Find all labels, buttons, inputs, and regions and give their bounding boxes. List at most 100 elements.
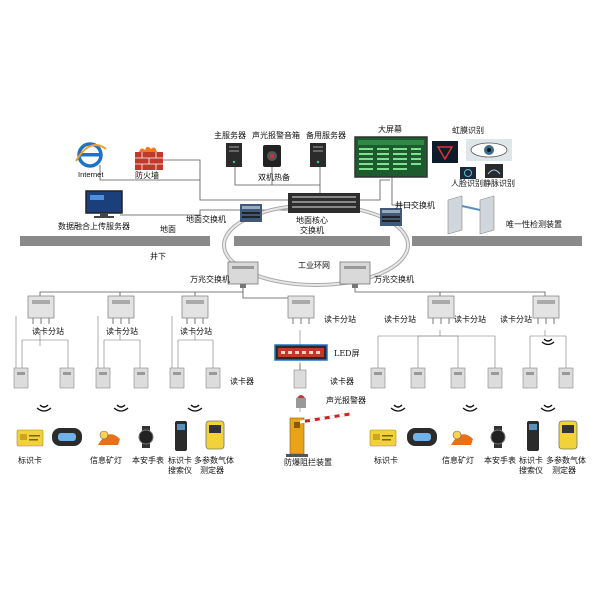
card-reader-icon bbox=[95, 367, 111, 389]
ground-segment-middle bbox=[234, 236, 390, 246]
reader-substation-icon bbox=[287, 295, 315, 324]
cap-lamp-icon bbox=[98, 430, 120, 445]
reader-station-label-2: 读卡分站 bbox=[106, 326, 138, 336]
core-switch-icon bbox=[288, 193, 360, 213]
finder-label-left-2: 搜索仪 bbox=[168, 465, 192, 475]
server-tower-icon bbox=[310, 143, 326, 167]
reader-substation-icon bbox=[107, 295, 135, 324]
device-row-left bbox=[16, 420, 225, 451]
card-reader-icon bbox=[169, 367, 185, 389]
card-reader-icon bbox=[558, 367, 574, 389]
id-card-icon bbox=[369, 429, 397, 447]
card-reader-icon bbox=[487, 367, 503, 389]
core-switch-label-1: 地面核心 bbox=[296, 215, 328, 225]
finder-label-right-1: 标识卡 bbox=[519, 455, 543, 465]
card-reader-icon bbox=[410, 367, 426, 389]
ground-switch-label: 地面交换机 bbox=[186, 214, 226, 224]
alarm-label: 声光报警器 bbox=[326, 395, 366, 405]
face-scan-icon bbox=[460, 167, 476, 179]
network-switch-icon bbox=[380, 208, 402, 226]
vein-label: 静脉识别 bbox=[483, 178, 515, 188]
tag-label-left: 标识卡 bbox=[18, 455, 42, 465]
id-card-icon bbox=[16, 429, 44, 447]
handheld-finder-icon bbox=[527, 421, 539, 451]
device-row-right bbox=[369, 420, 578, 451]
ground-band bbox=[20, 236, 582, 246]
ground-segment-right bbox=[412, 236, 582, 246]
reader-substation-icon bbox=[427, 295, 455, 324]
network-switch-icon bbox=[240, 204, 262, 222]
card-reader-icon bbox=[59, 367, 75, 389]
server-tower-icon bbox=[226, 143, 242, 167]
handheld-finder-icon bbox=[175, 421, 187, 451]
wireless-signal-icon bbox=[187, 404, 203, 412]
signal-group-right bbox=[390, 404, 556, 412]
iris-icon bbox=[432, 141, 458, 163]
watch-label-left: 本安手表 bbox=[132, 455, 164, 465]
reader-station-label-6: 读卡分站 bbox=[454, 314, 486, 324]
monitor-icon bbox=[85, 190, 123, 218]
reader-station-label-1: 读卡分站 bbox=[32, 326, 64, 336]
firewall-label: 防火墙 bbox=[135, 170, 159, 180]
gigabit-switch-right bbox=[339, 261, 371, 288]
watch-label-right: 本安手表 bbox=[484, 455, 516, 465]
gigabit-left-label: 万兆交换机 bbox=[190, 274, 230, 284]
reader-substation-icon bbox=[27, 295, 55, 324]
gas-label-left-2: 测定器 bbox=[200, 465, 224, 475]
sound-light-box-label: 声光报警音箱 bbox=[252, 130, 300, 140]
card-reader-group-left bbox=[13, 367, 221, 389]
signal-group-left bbox=[36, 404, 203, 412]
gas-detector-icon bbox=[205, 420, 225, 450]
gigabit-right-label: 万兆交换机 bbox=[374, 274, 414, 284]
reader-mid-label: 读卡器 bbox=[330, 376, 354, 386]
gas-label-left-1: 多参数气体 bbox=[194, 455, 234, 465]
big-screen-label: 大屏幕 bbox=[378, 124, 402, 134]
reader-station-label-4: 读卡分站 bbox=[324, 314, 356, 324]
wireless-signal-icon bbox=[541, 338, 555, 346]
turnstile-gate-icon bbox=[447, 195, 495, 235]
core-switch-label-2: 交换机 bbox=[300, 225, 324, 235]
finder-label-left-1: 标识卡 bbox=[168, 455, 192, 465]
speaker-box-icon bbox=[263, 145, 281, 167]
gas-detector-icon bbox=[558, 420, 578, 450]
wireless-signal-icon bbox=[462, 404, 478, 412]
ground-segment-left bbox=[20, 236, 210, 246]
reader-left-label: 读卡器 bbox=[230, 376, 254, 386]
barrier-label: 防爆阻拦装置 bbox=[284, 457, 332, 467]
gas-label-right-1: 多参数气体 bbox=[546, 455, 586, 465]
reader-station-label-7: 读卡分站 bbox=[500, 314, 532, 324]
cap-lamp-icon bbox=[451, 430, 473, 445]
reader-station-label-3: 读卡分站 bbox=[180, 326, 212, 336]
ring-network-label: 工业环网 bbox=[298, 260, 330, 270]
lamp-label-left: 信息矿灯 bbox=[90, 455, 122, 465]
eye-icon bbox=[466, 139, 512, 161]
wireless-signal-icon bbox=[540, 404, 556, 412]
card-reader-icon bbox=[522, 367, 538, 389]
cap-lamp-icon bbox=[407, 428, 437, 446]
well-switch-label: 井口交换机 bbox=[395, 200, 435, 210]
tag-label-right: 标识卡 bbox=[374, 455, 398, 465]
wireless-signal-icon bbox=[36, 404, 52, 412]
unique-check-label: 唯一性检测装置 bbox=[506, 219, 562, 229]
card-reader-icon bbox=[13, 367, 29, 389]
card-reader-icon bbox=[450, 367, 466, 389]
vein-scan-icon bbox=[485, 164, 503, 178]
gas-label-right-2: 测定器 bbox=[552, 465, 576, 475]
smart-watch-icon bbox=[138, 426, 154, 448]
hot-standby-label: 双机热备 bbox=[258, 172, 290, 182]
led-label: LED屏 bbox=[334, 349, 360, 358]
lamp-label-right: 信息矿灯 bbox=[442, 455, 474, 465]
monitor-icon bbox=[354, 136, 428, 178]
internet-label: Internet bbox=[78, 170, 104, 179]
alarm-beacon-icon bbox=[296, 395, 306, 408]
wireless-signal-icon bbox=[113, 404, 129, 412]
card-reader-icon bbox=[205, 367, 221, 389]
card-reader-group-right bbox=[370, 367, 574, 389]
card-reader-icon bbox=[370, 367, 386, 389]
reader-station-label-5: 读卡分站 bbox=[384, 314, 416, 324]
surface-label: 地面 bbox=[160, 224, 176, 234]
reader-substation-icon bbox=[181, 295, 209, 324]
brick-wall-icon bbox=[135, 146, 163, 170]
card-reader-icon bbox=[293, 364, 307, 389]
